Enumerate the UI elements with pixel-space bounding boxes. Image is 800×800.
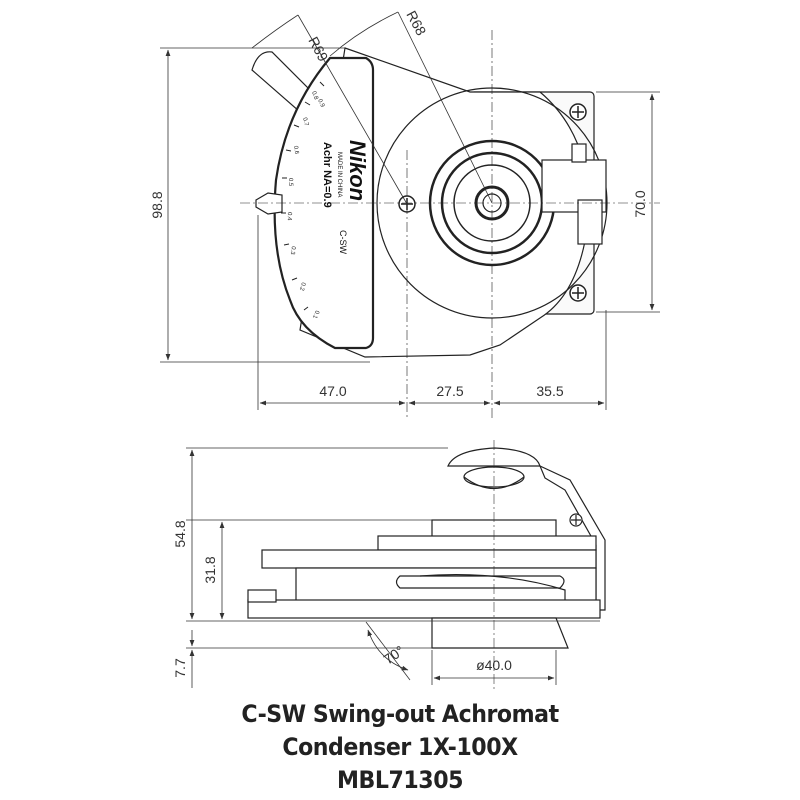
scale-label: 0.8 — [310, 91, 319, 102]
caption-part-number: MBL71305 — [336, 766, 464, 794]
model-label: C-SW — [338, 230, 348, 254]
caption-title: C-SW Swing-out Achromat — [241, 700, 559, 728]
radius-inner-label: R68 — [403, 8, 429, 38]
top-cap — [447, 447, 541, 467]
clamp-rod — [577, 199, 603, 245]
height-side-total-label: 54.8 — [172, 520, 188, 547]
diameter-label: ø40.0 — [476, 657, 512, 673]
width-right-label: 35.5 — [536, 383, 563, 399]
type-label: Achr NA=0.9 — [321, 142, 333, 208]
base-plate — [247, 599, 601, 619]
swing-lever — [251, 51, 313, 113]
width-left-label: 47.0 — [319, 383, 346, 399]
bottom-mount — [431, 617, 569, 649]
scale-ticks — [281, 81, 325, 311]
scale-labels: 0.9 0.8 0.7 0.6 0.5 0.4 0.3 0.2 0.1 — [286, 91, 326, 320]
scale-label: 0.7 — [301, 117, 309, 127]
scale-label: 0.4 — [286, 212, 292, 221]
base-step — [247, 589, 277, 603]
scale-label: 0.9 — [316, 98, 325, 109]
scale-label: 0.5 — [287, 178, 293, 187]
screw-icon — [398, 103, 587, 302]
clamp-knob — [571, 143, 587, 163]
width-mid-label: 27.5 — [436, 383, 463, 399]
height-bottom-label: 7.7 — [172, 658, 188, 678]
height-mount-label: 70.0 — [632, 190, 648, 217]
scale-label: 0.6 — [292, 145, 299, 155]
upper-plate — [377, 535, 597, 551]
height-total-label: 98.8 — [149, 191, 165, 218]
scale-label: 0.3 — [289, 246, 296, 256]
scale-label: 0.2 — [298, 281, 306, 291]
main-body — [261, 549, 597, 569]
brand-logo: Nikon — [345, 140, 370, 201]
side-knob — [255, 192, 283, 215]
swing-slot — [395, 575, 565, 589]
technical-drawing: 0.9 0.8 0.7 0.6 0.5 0.4 0.3 0.2 0.1 Niko… — [149, 8, 660, 690]
scale-label: 0.1 — [311, 309, 320, 320]
top-view — [240, 30, 660, 420]
product-label: Nikon MADE IN CHINA Achr NA=0.9 C-SW — [321, 140, 370, 254]
scale-arm — [273, 56, 375, 350]
height-side-body-label: 31.8 — [202, 556, 218, 583]
caption-subtitle: Condenser 1X-100X — [282, 733, 518, 761]
origin-label: MADE IN CHINA — [336, 152, 342, 197]
side-view — [247, 447, 606, 649]
